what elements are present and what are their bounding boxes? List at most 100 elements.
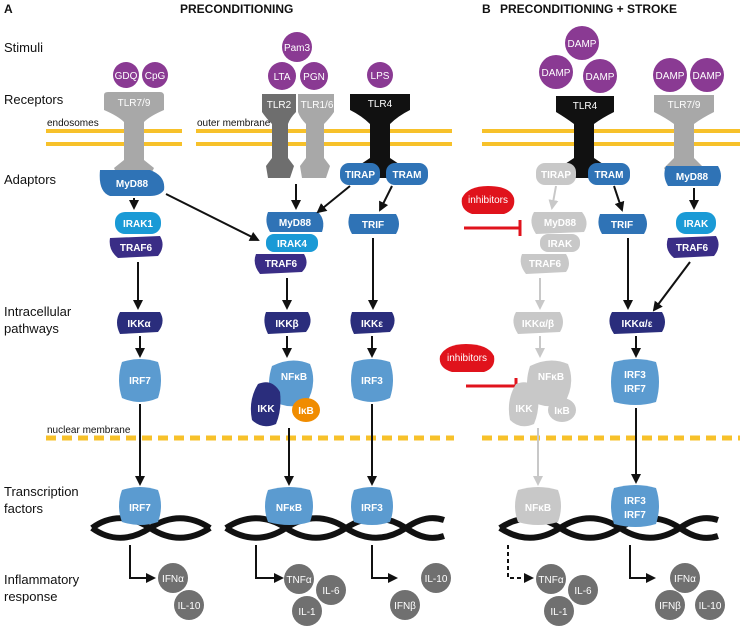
- svg-text:MyD88: MyD88: [116, 179, 149, 190]
- svg-text:TNFα: TNFα: [538, 575, 563, 586]
- svg-text:TRAF6: TRAF6: [529, 259, 562, 270]
- kinase-ikka: IKKα: [117, 312, 163, 334]
- tf-irf3-irf7-nucleus-b: IRF3 IRF7: [611, 485, 659, 527]
- kinase-ikkb: IKKβ: [264, 312, 311, 334]
- svg-text:IRF7: IRF7: [624, 384, 646, 395]
- adaptor-irak-b: IRAK: [676, 212, 716, 234]
- stimulus-damp-2: DAMP: [539, 55, 573, 89]
- stimulus-pgn: PGN: [300, 62, 328, 90]
- svg-text:inhibitors: inhibitors: [468, 195, 508, 206]
- svg-text:IRAK4: IRAK4: [277, 239, 307, 250]
- svg-text:LTA: LTA: [274, 72, 291, 83]
- svg-text:DAMP: DAMP: [586, 72, 615, 83]
- svg-text:IL-10: IL-10: [699, 601, 722, 612]
- svg-text:IL-6: IL-6: [322, 586, 340, 597]
- cytokine-tnfa-b: TNFα: [536, 564, 566, 594]
- transcription-arrow-a3: [371, 545, 398, 583]
- svg-text:PGN: PGN: [303, 72, 325, 83]
- svg-text:TRAF6: TRAF6: [676, 243, 709, 254]
- svg-text:inhibitors: inhibitors: [447, 353, 487, 364]
- stimulus-lps: LPS: [367, 62, 393, 88]
- svg-text:TLR7/9: TLR7/9: [668, 100, 701, 111]
- kinase-ikke: IKKε: [350, 312, 395, 334]
- stimulus-damp-1: DAMP: [565, 26, 599, 60]
- svg-text:IL-10: IL-10: [425, 574, 448, 585]
- svg-text:IFNβ: IFNβ: [659, 601, 681, 612]
- svg-text:IL-1: IL-1: [298, 607, 316, 618]
- tf-nfkb-nucleus-a: NFκB: [265, 487, 313, 525]
- svg-text:IFNα: IFNα: [674, 574, 696, 585]
- panel-b-letter: B: [482, 2, 491, 16]
- adaptor-trif-b: TRIF: [598, 214, 647, 234]
- svg-text:DAMP: DAMP: [656, 71, 685, 82]
- cytokine-il1-a: IL-1: [292, 596, 322, 626]
- svg-text:TRAF6: TRAF6: [265, 259, 298, 270]
- svg-text:IRAK: IRAK: [684, 219, 709, 230]
- stimulus-damp-3: DAMP: [583, 59, 617, 93]
- cytokine-ifna-a: IFNα: [158, 563, 188, 593]
- inhibitor-1: inhibitors: [461, 186, 522, 236]
- adaptor-tram-a: TRAM: [386, 163, 428, 185]
- row-receptors: Receptors: [4, 92, 64, 107]
- kinase-ikkab: IKKα/β: [513, 312, 563, 334]
- svg-text:TLR1/6: TLR1/6: [301, 100, 334, 111]
- cytokine-tnfa-a: TNFα: [284, 564, 314, 594]
- svg-text:MyD88: MyD88: [279, 218, 312, 229]
- adaptor-myd88-a2: MyD88: [266, 212, 324, 232]
- svg-text:NFκB: NFκB: [538, 372, 564, 383]
- adaptor-myd88-a1: MyD88: [99, 170, 165, 196]
- dna-a: [90, 515, 445, 541]
- svg-text:IKKα/ε: IKKα/ε: [622, 319, 653, 330]
- row-inflammatory-2: response: [4, 589, 57, 604]
- svg-text:NFκB: NFκB: [281, 372, 307, 383]
- svg-text:IRF3: IRF3: [624, 370, 646, 381]
- adaptor-myd88-b1: MyD88: [664, 166, 721, 186]
- endosomes-label: endosomes: [47, 118, 99, 129]
- signal-arrows-b-inactive: [533, 185, 559, 486]
- svg-text:IKKε: IKKε: [361, 319, 383, 330]
- cytokine-il1-b: IL-1: [544, 596, 574, 626]
- tf-irf3-irf7-cyto-b: IRF3 IRF7: [611, 359, 659, 405]
- svg-text:TNFα: TNFα: [286, 575, 311, 586]
- outer-membrane-label: outer membrane: [197, 118, 271, 129]
- kinase-ikkae: IKKα/ε: [609, 312, 665, 334]
- stimulus-cpg: CpG: [142, 62, 168, 88]
- stimulus-damp-5: DAMP: [690, 58, 724, 92]
- svg-text:Pam3: Pam3: [284, 43, 311, 54]
- adaptor-traf6-b: TRAF6: [666, 236, 719, 258]
- svg-text:DAMP: DAMP: [693, 71, 722, 82]
- svg-text:IκB: IκB: [554, 406, 570, 417]
- tf-irf3-nucleus: IRF3: [351, 487, 393, 525]
- svg-text:TLR4: TLR4: [368, 99, 393, 110]
- adaptor-traf6-a2: TRAF6: [254, 254, 307, 274]
- receptor-tlr4-a: TLR4: [350, 94, 410, 178]
- svg-text:IKKα/β: IKKα/β: [522, 319, 554, 330]
- row-inflammatory-1: Inflammatory: [4, 572, 80, 587]
- svg-text:TRAM: TRAM: [595, 170, 624, 181]
- svg-text:MyD88: MyD88: [544, 218, 577, 229]
- stimulus-gdq: GDQ: [113, 62, 139, 88]
- svg-text:IRAK1: IRAK1: [123, 219, 153, 230]
- adaptor-tirap-a: TIRAP: [340, 163, 380, 185]
- adaptor-tram-b: TRAM: [588, 163, 630, 185]
- svg-text:IFNβ: IFNβ: [394, 601, 416, 612]
- cytokine-ifnb-a: IFNβ: [390, 590, 420, 620]
- svg-text:LPS: LPS: [371, 71, 390, 82]
- svg-text:NFκB: NFκB: [276, 503, 302, 514]
- cytokine-il6-a: IL-6: [316, 575, 346, 605]
- row-transcription-2: factors: [4, 501, 44, 516]
- svg-text:TLR2: TLR2: [267, 100, 292, 111]
- svg-text:CpG: CpG: [145, 71, 166, 82]
- transcription-arrow-b1: [507, 545, 534, 583]
- svg-text:IRAK: IRAK: [548, 239, 573, 250]
- adaptor-traf6-a1: TRAF6: [109, 236, 163, 258]
- adaptor-irak4-a: IRAK4: [266, 234, 318, 252]
- inhibitor-2: inhibitors: [439, 344, 518, 394]
- row-intracellular-2: pathways: [4, 321, 59, 336]
- cytokine-il10-a2: IL-10: [421, 563, 451, 593]
- receptor-tlr79-b: TLR7/9: [654, 95, 714, 180]
- svg-text:IKK: IKK: [515, 404, 533, 415]
- transcription-arrow-a2: [255, 545, 284, 583]
- svg-text:GDQ: GDQ: [115, 71, 138, 82]
